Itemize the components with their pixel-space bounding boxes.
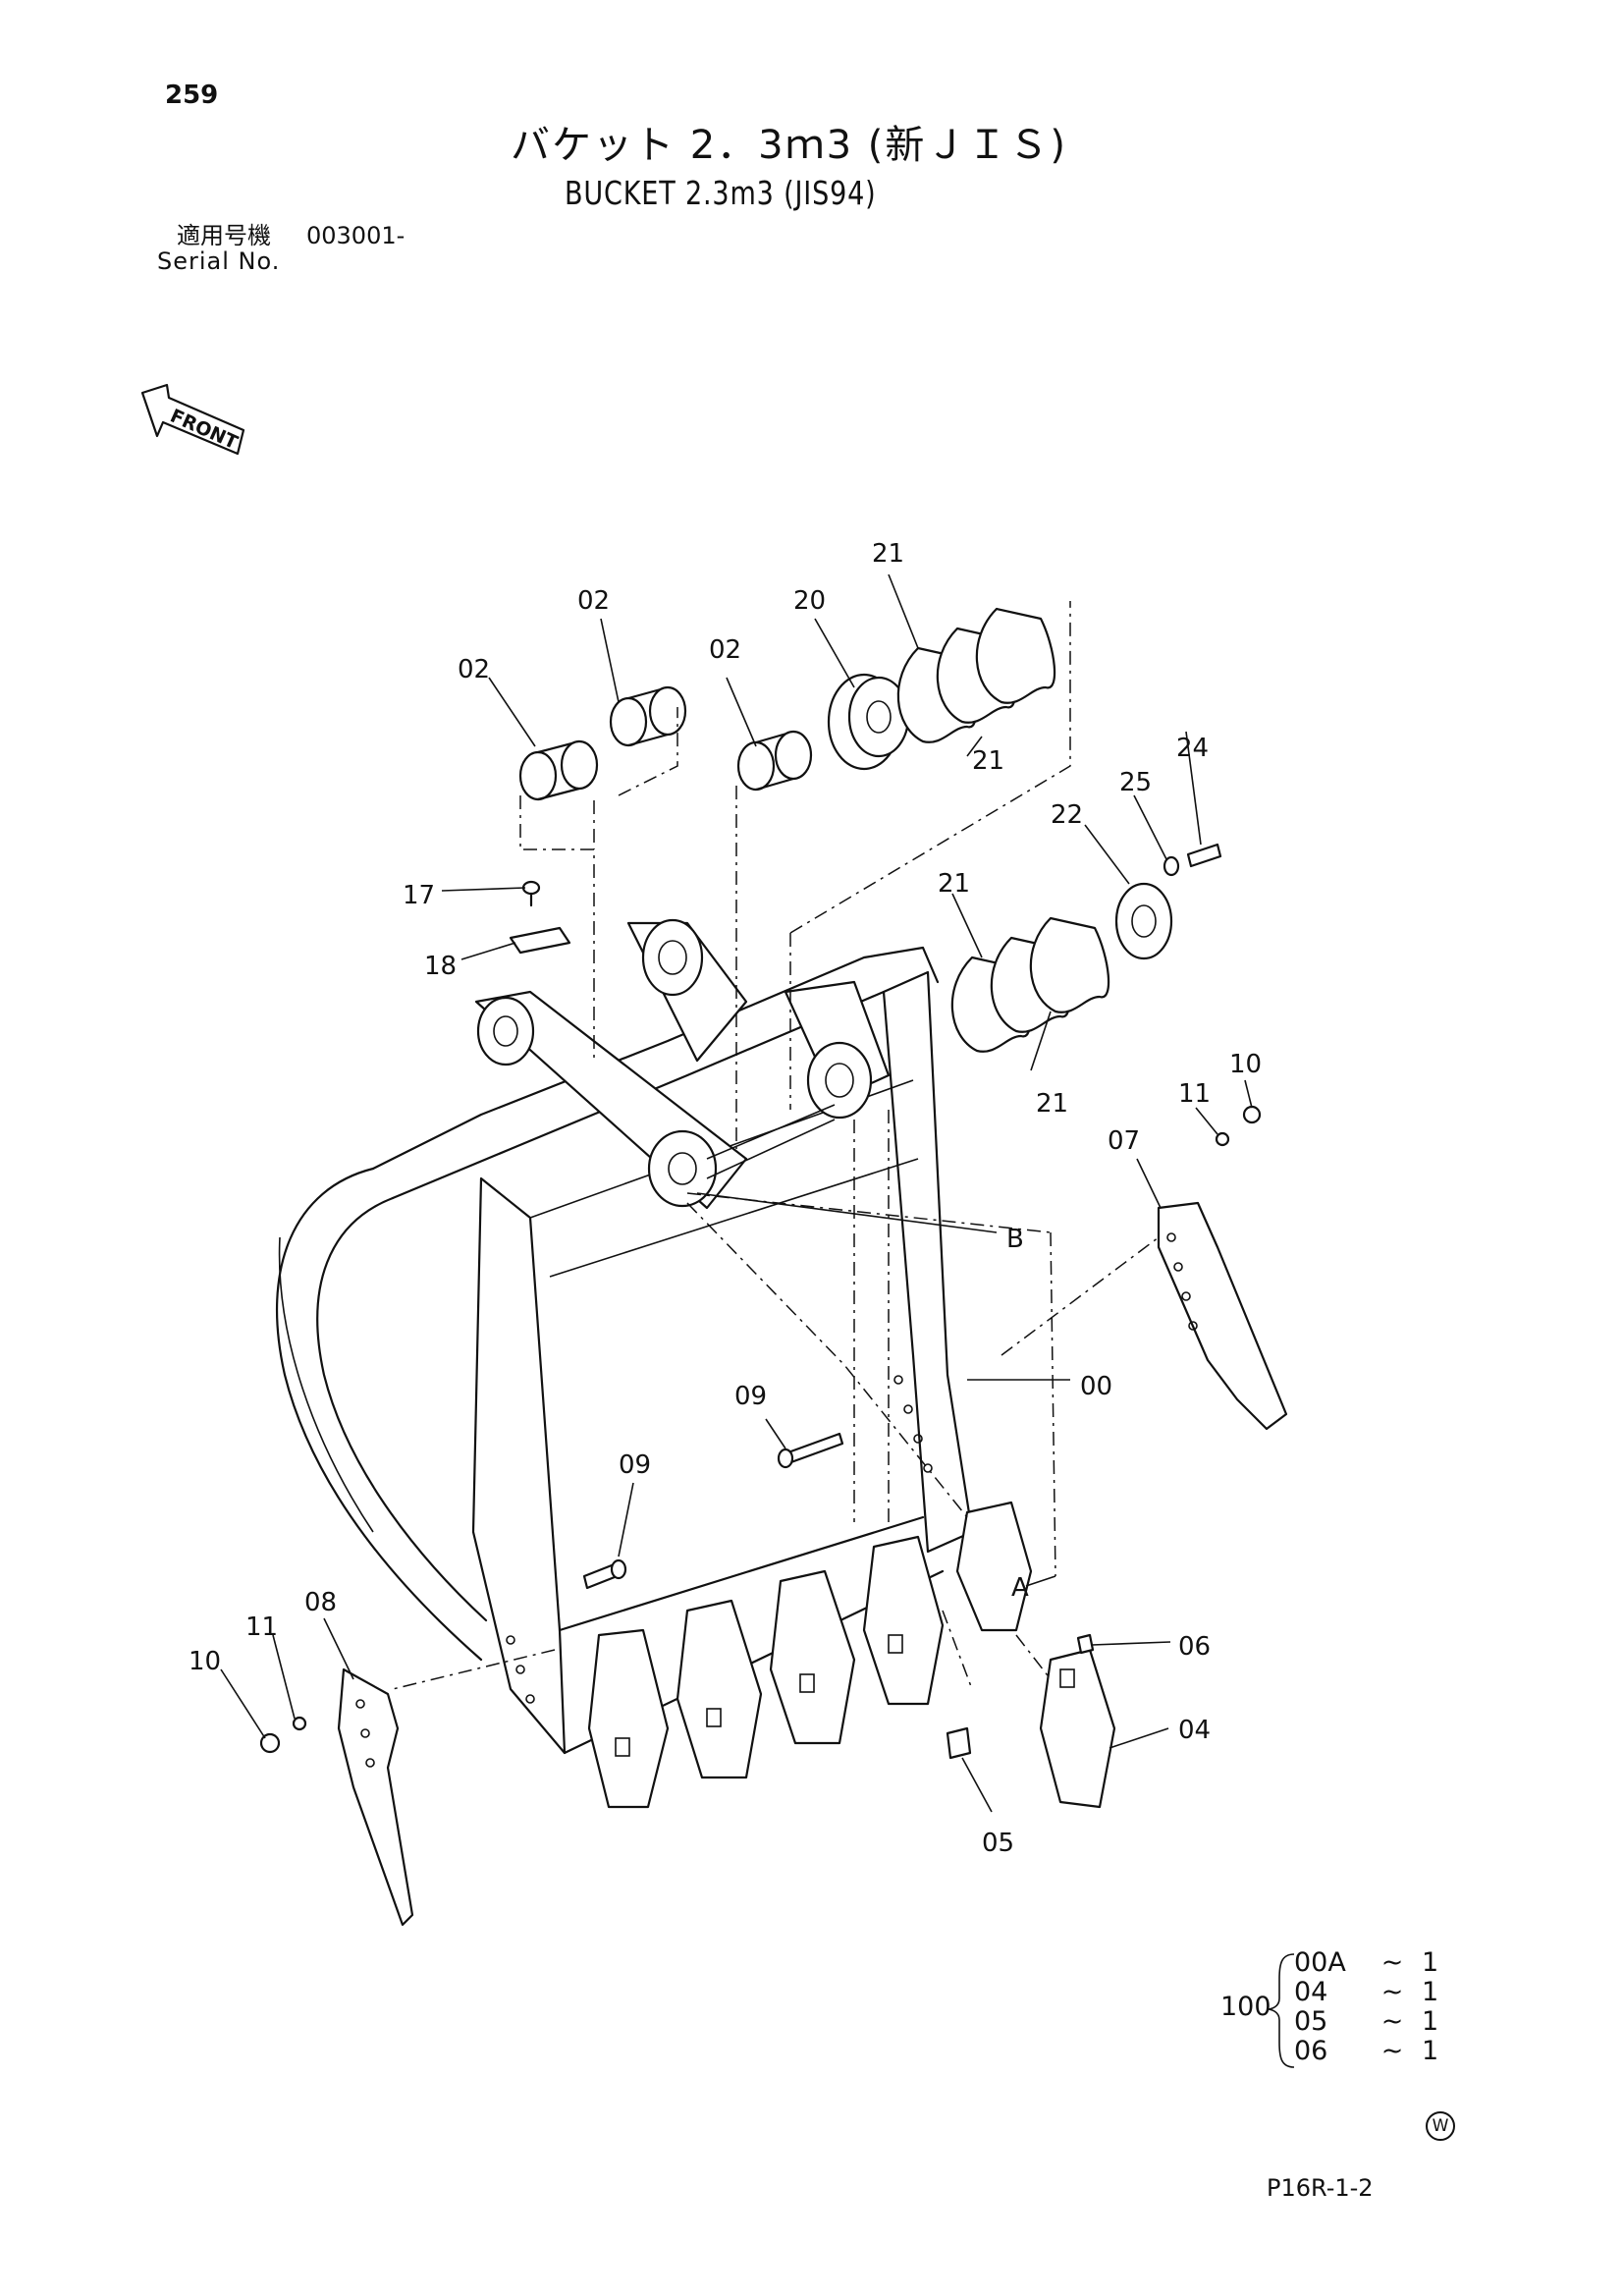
title-english: BUCKET 2.3m3 (JIS94) <box>565 174 877 212</box>
bolts-09 <box>582 1432 844 1590</box>
kit-row: 00A ~1 <box>1294 1947 1438 1978</box>
kit-qty: 1 <box>1422 2036 1439 2066</box>
callout-02-right: 02 <box>709 635 741 665</box>
side-cutter-right <box>1157 1105 1288 1431</box>
kit-code: 04 <box>1294 1977 1328 2007</box>
kit-separator: ~ <box>1380 1977 1404 2007</box>
callout-08: 08 <box>304 1588 337 1617</box>
shim-plates-upper <box>896 607 1056 743</box>
callout-04: 04 <box>1178 1716 1211 1745</box>
serial-number-value: 003001- <box>306 222 406 249</box>
callout-11-right: 11 <box>1178 1079 1211 1109</box>
callout-10-left: 10 <box>189 1647 221 1676</box>
kit-qty: 1 <box>1422 1977 1439 2007</box>
callout-21-upper-right: 21 <box>972 746 1004 776</box>
kit-separator: ~ <box>1380 1947 1404 1978</box>
shim-plates-lower <box>950 916 1110 1053</box>
callout-21-lower: 21 <box>1036 1089 1068 1119</box>
callout-leader-lines <box>220 574 1253 1813</box>
callout-02-left: 02 <box>458 655 490 684</box>
kit-code: 05 <box>1294 2006 1328 2037</box>
callout-25: 25 <box>1119 768 1152 797</box>
callout-02-middle: 02 <box>577 586 610 616</box>
front-arrow-icon: FRONT <box>140 383 245 456</box>
callout-09-right: 09 <box>734 1382 767 1411</box>
kit-number: 100 <box>1220 1992 1271 2022</box>
callout-24: 24 <box>1176 734 1209 763</box>
callout-A: A <box>1011 1573 1029 1603</box>
callout-17: 17 <box>403 881 435 910</box>
callout-00: 00 <box>1080 1372 1112 1401</box>
callout-05: 05 <box>982 1829 1014 1858</box>
kit-code: 06 <box>1294 2036 1328 2066</box>
tooth-adapter-parts <box>946 1633 1116 1809</box>
callout-22: 22 <box>1051 800 1083 830</box>
kit-qty: 1 <box>1422 2006 1439 2037</box>
serial-label-english: Serial No. <box>157 247 281 275</box>
callout-labels: 02 02 02 20 21 21 21 21 24 25 22 17 18 1… <box>189 539 1262 1858</box>
kit-separator: ~ <box>1380 2036 1404 2066</box>
callout-10-right: 10 <box>1229 1050 1262 1079</box>
kit-row: 05 ~1 <box>1294 2006 1438 2037</box>
kit-separator: ~ <box>1380 2006 1404 2037</box>
callout-09-left: 09 <box>619 1450 651 1480</box>
bucket-teeth <box>587 1501 1033 1809</box>
side-cutter-left <box>259 1667 414 1927</box>
callout-11-left: 11 <box>245 1613 278 1642</box>
kit-row: 06 ~1 <box>1294 2036 1438 2066</box>
small-bolt-plate <box>509 880 571 955</box>
circled-w-mark: W <box>1426 2111 1455 2141</box>
kit-qty: 1 <box>1422 1947 1439 1978</box>
callout-B: B <box>1006 1225 1024 1254</box>
callout-18: 18 <box>424 952 457 981</box>
drawing-code: P16R-1-2 <box>1267 2174 1374 2202</box>
kit-brace <box>1266 1953 1295 2068</box>
serial-label-japanese: 適用号機 <box>177 222 271 249</box>
pin-cap-part <box>827 673 910 771</box>
bushing-parts <box>518 685 813 801</box>
kit-code: 00A <box>1294 1947 1346 1978</box>
plate-washer-part <box>1114 843 1222 960</box>
callout-20: 20 <box>793 586 826 616</box>
callout-06: 06 <box>1178 1632 1211 1662</box>
callout-07: 07 <box>1108 1126 1140 1156</box>
callout-21-top: 21 <box>872 539 904 569</box>
assembly-guide-lines <box>392 601 1160 1690</box>
page-number: 259 <box>165 81 219 110</box>
callout-21-middle: 21 <box>938 869 970 899</box>
title-japanese: バケット 2．3ｍ3 (新ＪＩＳ) <box>511 123 1067 168</box>
kit-row: 04 ~1 <box>1294 1977 1438 2007</box>
